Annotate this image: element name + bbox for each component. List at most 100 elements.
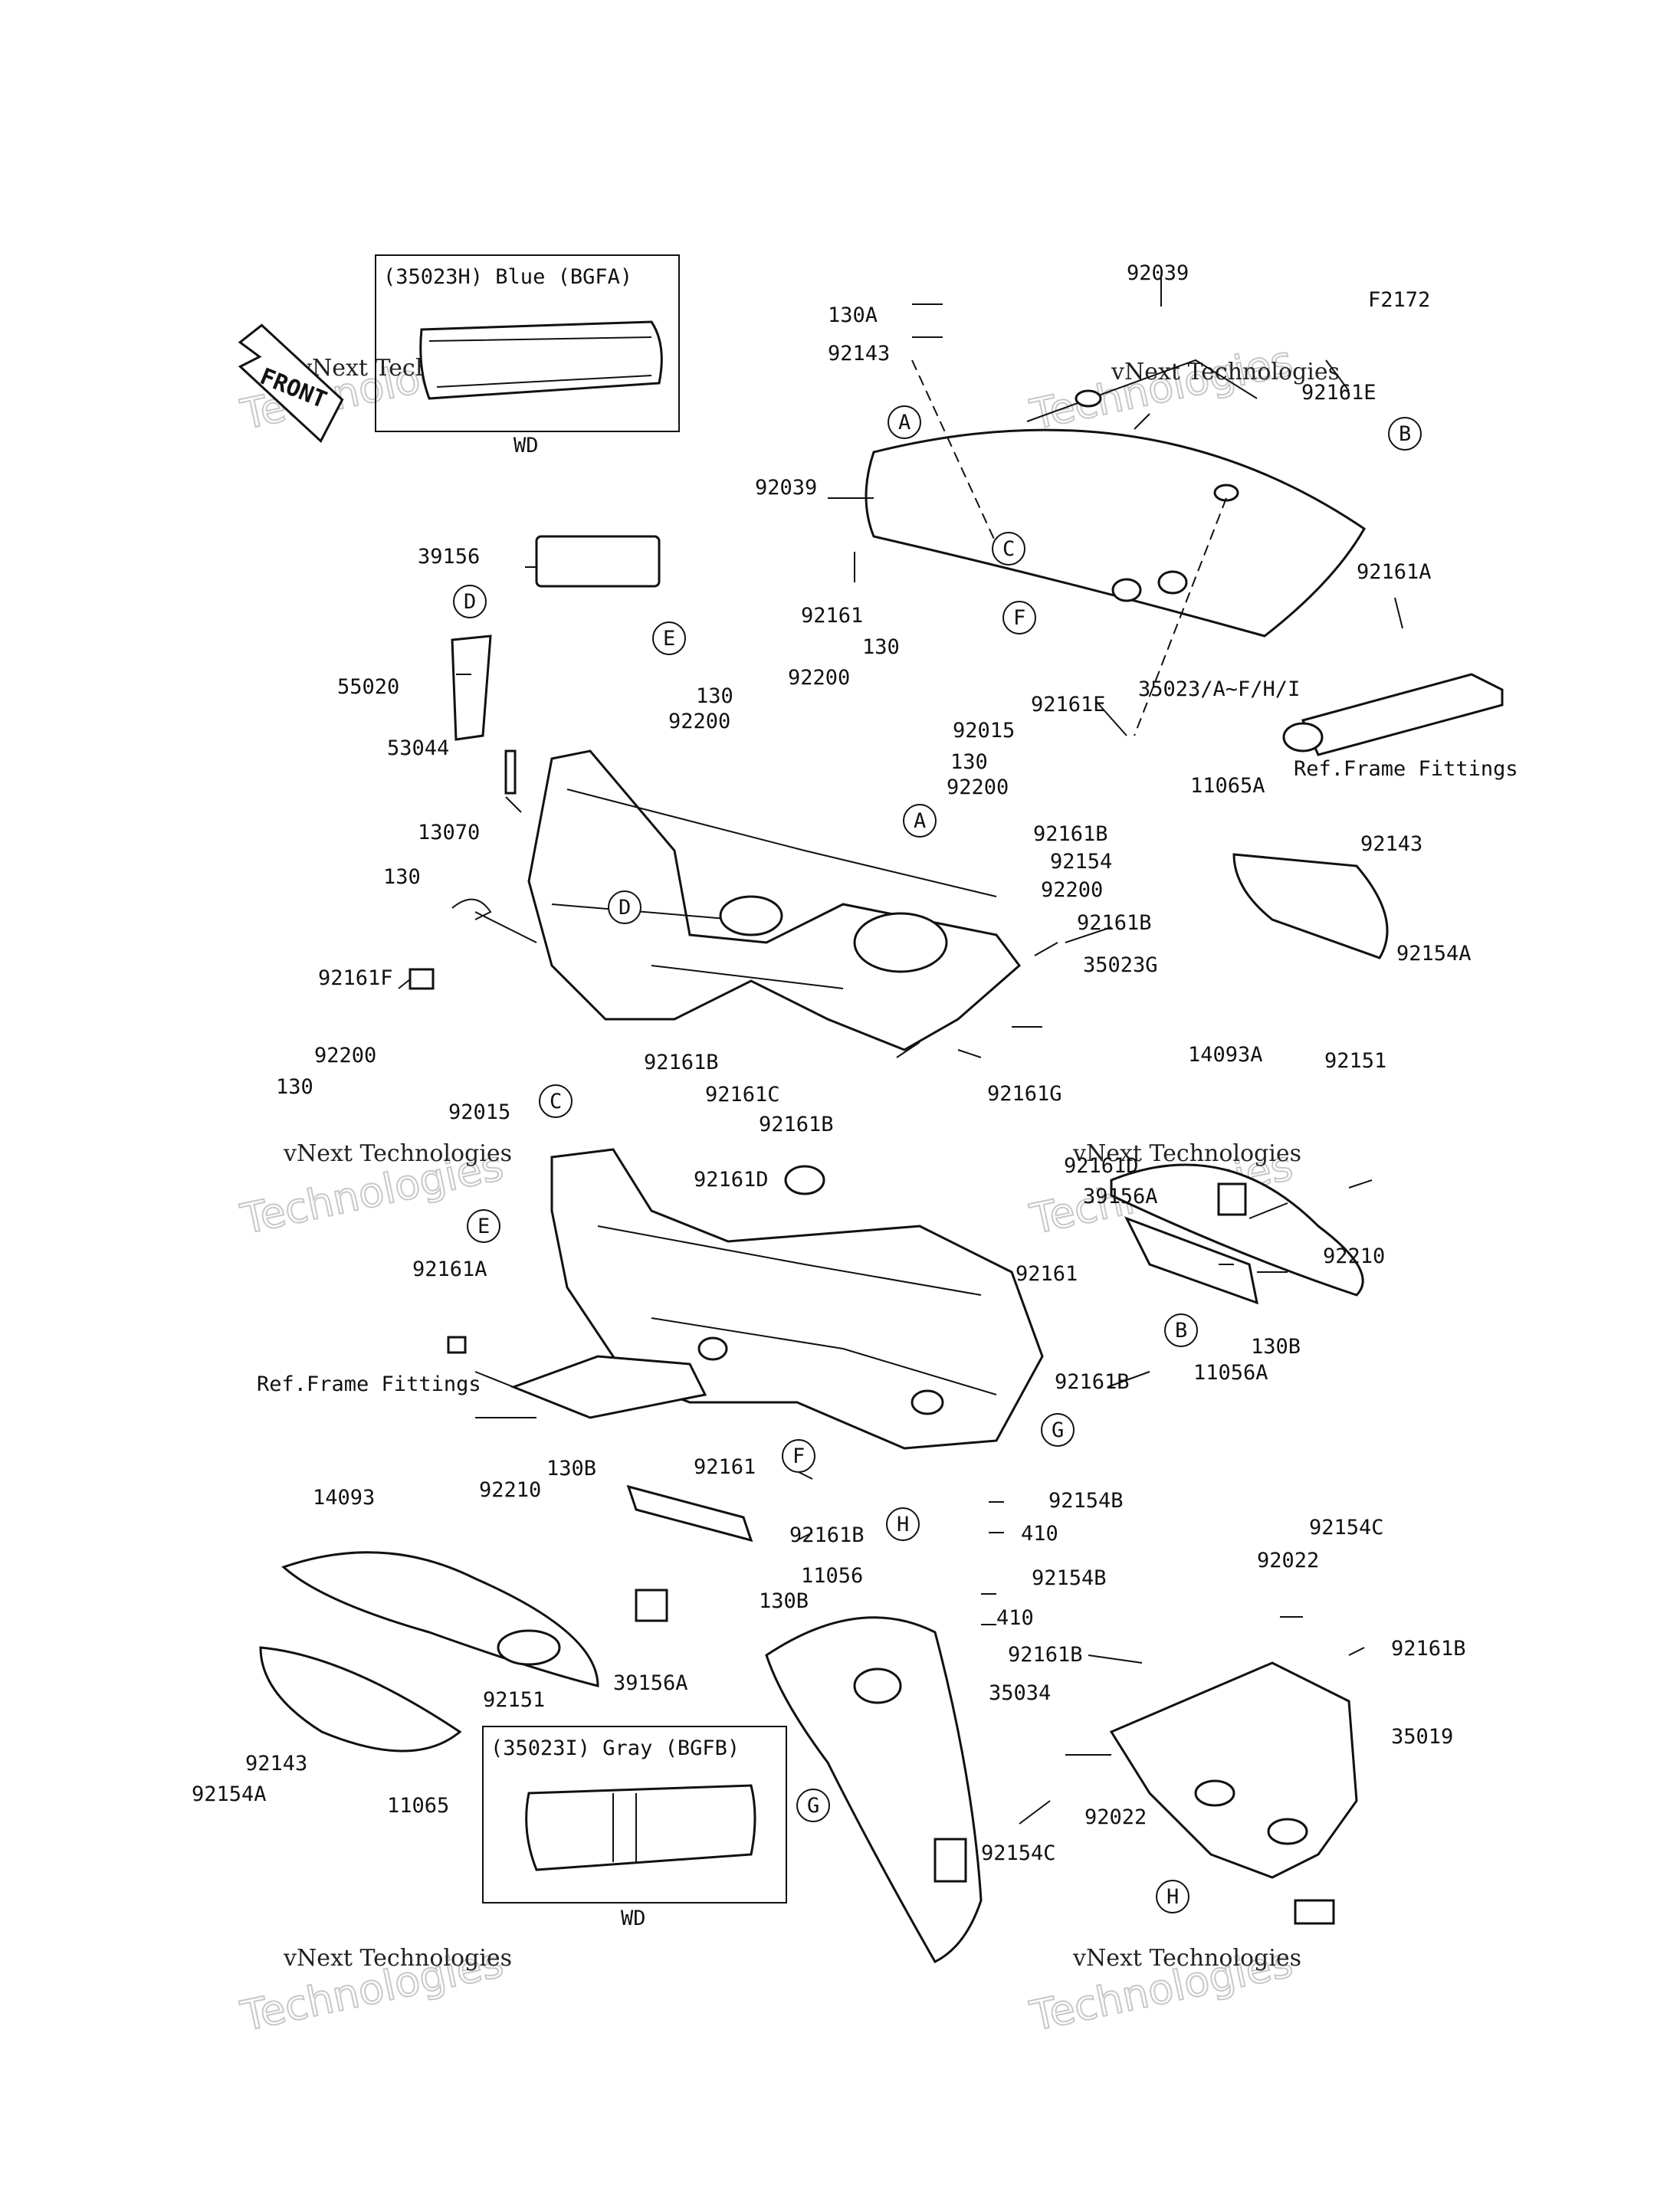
part-label: 92151 — [483, 1688, 545, 1712]
part-label: 53044 — [387, 736, 449, 760]
part-label: 130B — [759, 1589, 809, 1613]
callouts: A B C F D E A D C E B F G H G H — [453, 405, 1422, 1913]
ref-frame-label: Ref.Frame Fittings — [1294, 757, 1518, 781]
inset-blue-title: (35023H) Blue (BGFA) — [383, 265, 632, 289]
part-label: 92154B — [1032, 1566, 1107, 1590]
part-label: 410 — [996, 1606, 1034, 1630]
part-label: 92210 — [479, 1478, 541, 1502]
figure-code: F2172 — [1368, 288, 1430, 312]
part-label: 92200 — [1041, 878, 1103, 902]
part-label: 92161 — [1016, 1262, 1078, 1286]
rear-fender-top — [865, 359, 1366, 736]
part-label: 92143 — [245, 1752, 307, 1776]
part-label: 92161C — [705, 1083, 780, 1107]
watermark-tech: Technologies — [1026, 336, 1297, 439]
part-label: 11065A — [1190, 774, 1265, 798]
callout-b: B — [1175, 1319, 1187, 1343]
part-label: 130A — [828, 303, 878, 327]
inset-blue: (35023H) Blue (BGFA) WD — [375, 254, 680, 457]
part-label: 92015 — [953, 719, 1015, 743]
part-label: 92154C — [981, 1841, 1056, 1865]
part-label: 92161B — [1391, 1637, 1466, 1661]
part-label: 92161B — [1033, 822, 1108, 846]
inset-blue-sub: WD — [514, 434, 539, 457]
part-label: 92161E — [1031, 693, 1106, 716]
part-label: 130 — [862, 635, 900, 659]
part-label: 92161B — [1077, 911, 1152, 935]
part-label: 410 — [1021, 1522, 1058, 1546]
callout-e: E — [477, 1215, 490, 1238]
part-label: 92210 — [1323, 1244, 1385, 1268]
right-grab-bar — [1232, 673, 1504, 959]
callout-f: F — [1013, 606, 1025, 630]
part-label: 11065 — [387, 1794, 449, 1818]
part-label: 92154B — [1048, 1489, 1124, 1513]
part-label: 92161B — [1008, 1643, 1083, 1667]
part-label: 92022 — [1084, 1805, 1147, 1829]
inset-gray-sub: WD — [621, 1907, 646, 1930]
part-label: 130 — [276, 1075, 313, 1099]
part-label: 92039 — [1127, 261, 1189, 285]
callout-b: B — [1399, 422, 1411, 446]
watermark-vnext: vNext Technologies — [283, 1140, 512, 1167]
callout-c: C — [550, 1090, 562, 1113]
part-label: 92161 — [694, 1455, 756, 1479]
part-label: 92161A — [412, 1258, 487, 1281]
part-label: 92161 — [801, 604, 863, 628]
part-label: 130 — [950, 750, 988, 774]
left-grab-bar — [447, 1336, 753, 1543]
watermark-vnext: vNext Technologies — [1111, 359, 1340, 385]
watermark-vnext: vNext Technologies — [1072, 1140, 1301, 1167]
callout-f: F — [792, 1444, 805, 1468]
callout-a: A — [898, 411, 911, 434]
part-label: 92151 — [1324, 1049, 1386, 1073]
ref-frame-fittings: Ref.Frame Fittings Ref.Frame Fittings — [257, 757, 1518, 1396]
part-label: 92039 — [755, 476, 817, 500]
part-label: 92022 — [1257, 1549, 1319, 1572]
watermark-vnext: vNext Technologies — [1072, 1945, 1301, 1972]
part-label: 92154C — [1309, 1516, 1384, 1540]
part-label: 14093A — [1188, 1043, 1263, 1067]
callout-a: A — [914, 809, 926, 833]
inset-gray: (35023I) Gray (BGFB) WD — [482, 1726, 787, 1930]
part-label: 92161A — [1357, 560, 1432, 584]
callout-e: E — [663, 627, 675, 651]
part-label: 92200 — [314, 1044, 376, 1067]
part-label: 14093 — [313, 1486, 375, 1510]
frame-assembly — [527, 749, 1022, 1051]
part-label: 11056 — [801, 1564, 863, 1588]
part-label: 92154 — [1050, 850, 1112, 874]
inset-gray-title: (35023I) Gray (BGFB) — [491, 1736, 740, 1760]
callout-g: G — [1052, 1418, 1064, 1442]
side-cover-right — [1110, 1163, 1364, 1305]
part-label: 92161B — [789, 1523, 865, 1547]
part-label: 92015 — [448, 1100, 510, 1124]
part-label: 35034 — [989, 1681, 1051, 1705]
callout-d: D — [464, 590, 476, 614]
callout-h: H — [1166, 1885, 1179, 1909]
part-label: 130B — [1251, 1335, 1301, 1359]
callout-c: C — [1002, 537, 1015, 561]
part-label: 92143 — [828, 342, 890, 366]
part-label: 130 — [383, 865, 421, 889]
part-label: 130 — [696, 684, 733, 708]
callout-d: D — [619, 896, 631, 920]
part-label: 35019 — [1391, 1725, 1453, 1749]
part-label: 35023G — [1083, 953, 1158, 977]
part-label: 92161D — [1064, 1154, 1139, 1178]
part-label: 55020 — [337, 675, 399, 699]
watermark-vnext: vNext Technologies — [283, 1945, 512, 1972]
part-label: 39156A — [613, 1671, 688, 1695]
part-label: 92161G — [987, 1082, 1062, 1106]
part-label: 92161D — [694, 1168, 769, 1192]
part-label: 11056A — [1193, 1361, 1268, 1385]
part-label: 92161F — [318, 966, 393, 990]
part-label: 39156 — [418, 545, 480, 569]
part-label: 92154A — [1396, 942, 1472, 966]
leader-lines — [398, 278, 1403, 1825]
part-label: 13070 — [418, 821, 480, 844]
part-label: 92143 — [1360, 832, 1422, 856]
part-label: 92200 — [668, 710, 730, 733]
callout-g: G — [807, 1794, 819, 1818]
